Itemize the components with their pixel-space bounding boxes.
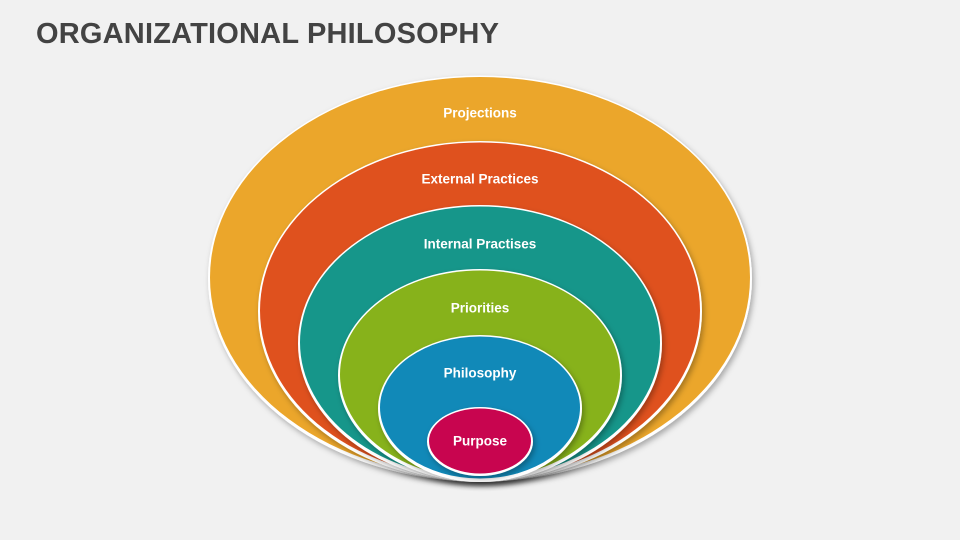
ring-internal-practises-label: Internal Practises [424, 237, 537, 252]
ring-priorities-label: Priorities [451, 301, 510, 316]
ring-purpose[interactable]: Purpose [427, 407, 533, 476]
ring-purpose-fill [429, 408, 531, 474]
ring-philosophy-label: Philosophy [444, 366, 517, 381]
ring-projections-label: Projections [443, 106, 517, 121]
ring-external-practices-label: External Practices [421, 172, 538, 187]
ring-purpose-label: Purpose [453, 434, 508, 449]
page-title: ORGANIZATIONAL PHILOSOPHY [36, 18, 500, 50]
